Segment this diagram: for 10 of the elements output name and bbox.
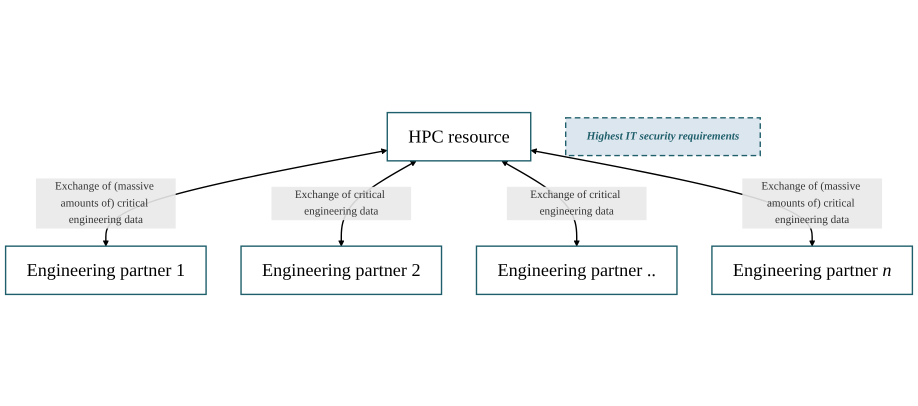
node-box: Engineering partner n xyxy=(711,244,914,295)
node-box: Engineering partner 1 xyxy=(4,244,207,295)
node-box: HPC resource xyxy=(386,111,532,162)
node-box: Highest IT security requirements xyxy=(565,116,761,156)
node-box: Engineering partner .. xyxy=(476,244,678,295)
node-box: Engineering partner 2 xyxy=(240,244,442,295)
edge-label: Exchange of (massive amounts of) critical engineering data xyxy=(55,180,154,226)
edge-label: Exchange of critical engineering data xyxy=(294,188,385,217)
edge-label: Exchange of critical engineering data xyxy=(530,188,620,217)
edge-label: Exchange of (massive amounts of) critical engineering data xyxy=(761,180,860,226)
